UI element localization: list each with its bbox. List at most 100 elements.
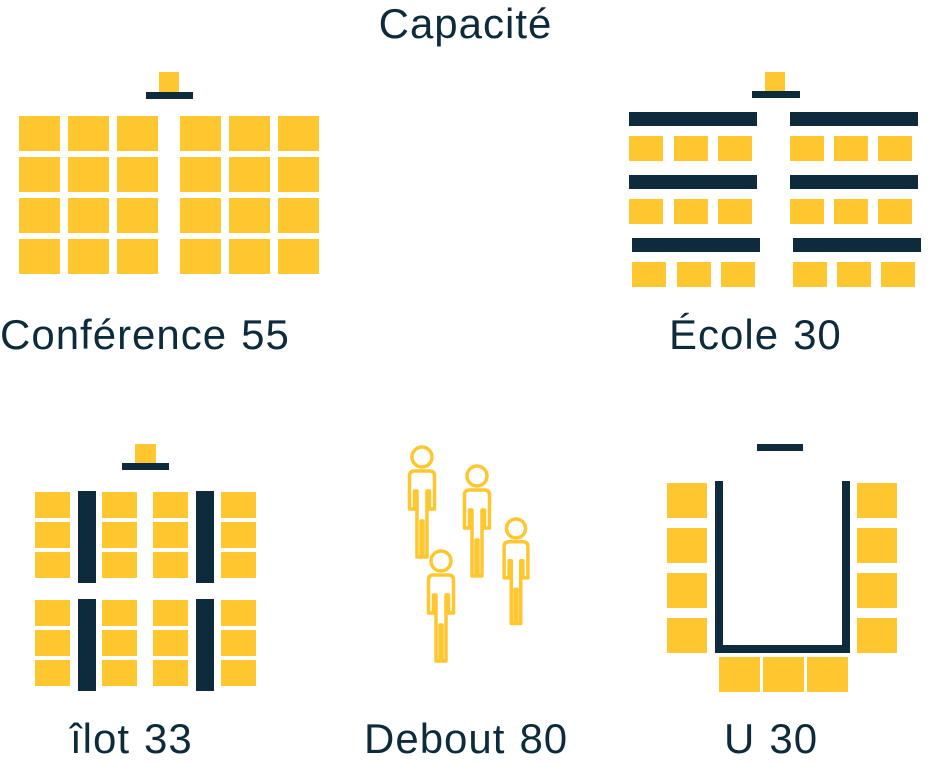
desk: [790, 175, 918, 189]
seat: [153, 630, 188, 656]
seat: [180, 239, 221, 274]
seat: [667, 483, 707, 518]
seat: [221, 522, 256, 548]
seat: [834, 136, 868, 161]
seat: [718, 199, 752, 224]
seat: [763, 657, 804, 692]
seat: [667, 618, 707, 653]
seat: [790, 136, 824, 161]
seat: [180, 157, 221, 192]
u-table-bottom: [715, 645, 850, 653]
speaker-seat: [135, 444, 156, 464]
seat: [19, 198, 60, 233]
seat: [278, 239, 319, 274]
speaker-seat: [159, 72, 179, 92]
layout-name: U: [724, 715, 756, 762]
seat: [102, 660, 137, 686]
person-figure: [407, 469, 437, 559]
seat: [667, 573, 707, 608]
seat: [793, 262, 827, 287]
seat: [35, 552, 70, 578]
podium-table: [752, 91, 800, 98]
islands-layout-icon: [35, 444, 256, 691]
u-shape-layout-icon: [667, 444, 897, 692]
seat: [229, 157, 270, 192]
seat: [102, 492, 137, 518]
u-table-right: [842, 481, 850, 653]
layout-capacity: 30: [769, 715, 819, 762]
seat: [629, 199, 663, 224]
seat: [102, 600, 137, 626]
layout-name: École: [669, 311, 780, 358]
seat: [278, 116, 319, 151]
seat: [221, 660, 256, 686]
seat: [278, 198, 319, 233]
seat: [117, 116, 158, 151]
seat: [881, 262, 915, 287]
seat: [68, 239, 109, 274]
seat: [667, 528, 707, 563]
seat: [153, 492, 188, 518]
layout-capacity: 30: [793, 311, 842, 358]
seat: [721, 262, 755, 287]
u-table-left: [715, 481, 723, 653]
conference-layout-icon: [19, 72, 319, 274]
seat: [221, 492, 256, 518]
seat: [102, 630, 137, 656]
seat: [229, 116, 270, 151]
seat: [153, 522, 188, 548]
seat: [834, 199, 868, 224]
seat: [102, 552, 137, 578]
seat: [68, 157, 109, 192]
seat: [807, 657, 848, 692]
person-figure: [504, 517, 528, 540]
desk: [793, 238, 921, 252]
layout-label-ecole: École 30: [669, 314, 842, 356]
seat: [153, 660, 188, 686]
person-figure: [429, 549, 453, 573]
seat: [674, 199, 708, 224]
seat: [117, 198, 158, 233]
seat: [19, 116, 60, 151]
seat: [19, 239, 60, 274]
island-table: [196, 599, 214, 691]
seat: [153, 552, 188, 578]
layout-capacity: 80: [519, 715, 569, 762]
seat: [102, 522, 137, 548]
person-figure: [410, 445, 434, 469]
person-figure: [465, 464, 489, 488]
layout-name: îlot: [70, 715, 131, 762]
desk: [790, 112, 918, 126]
seat: [35, 660, 70, 686]
seat: [857, 528, 897, 563]
seat: [229, 198, 270, 233]
page-title: Capacité: [378, 0, 553, 47]
seat: [857, 573, 897, 608]
seat: [790, 199, 824, 224]
seat: [878, 199, 912, 224]
layout-label-u: U 30: [724, 718, 818, 760]
seat: [153, 600, 188, 626]
layout-capacity: 33: [144, 715, 193, 762]
seat: [221, 630, 256, 656]
seat: [719, 657, 760, 692]
seat: [35, 522, 70, 548]
seat: [629, 136, 663, 161]
layout-label-ilot: îlot 33: [70, 718, 193, 760]
podium-table: [122, 463, 169, 470]
seat: [674, 136, 708, 161]
seat: [180, 198, 221, 233]
desk: [632, 238, 760, 252]
seat: [117, 239, 158, 274]
seat: [837, 262, 871, 287]
seat: [35, 492, 70, 518]
seat: [68, 198, 109, 233]
standing-people-icon: [407, 445, 530, 663]
seat: [35, 600, 70, 626]
school-layout-icon: [629, 72, 921, 287]
layout-name: Conférence: [0, 311, 228, 358]
layout-capacity: 55: [241, 311, 290, 358]
seat: [180, 116, 221, 151]
